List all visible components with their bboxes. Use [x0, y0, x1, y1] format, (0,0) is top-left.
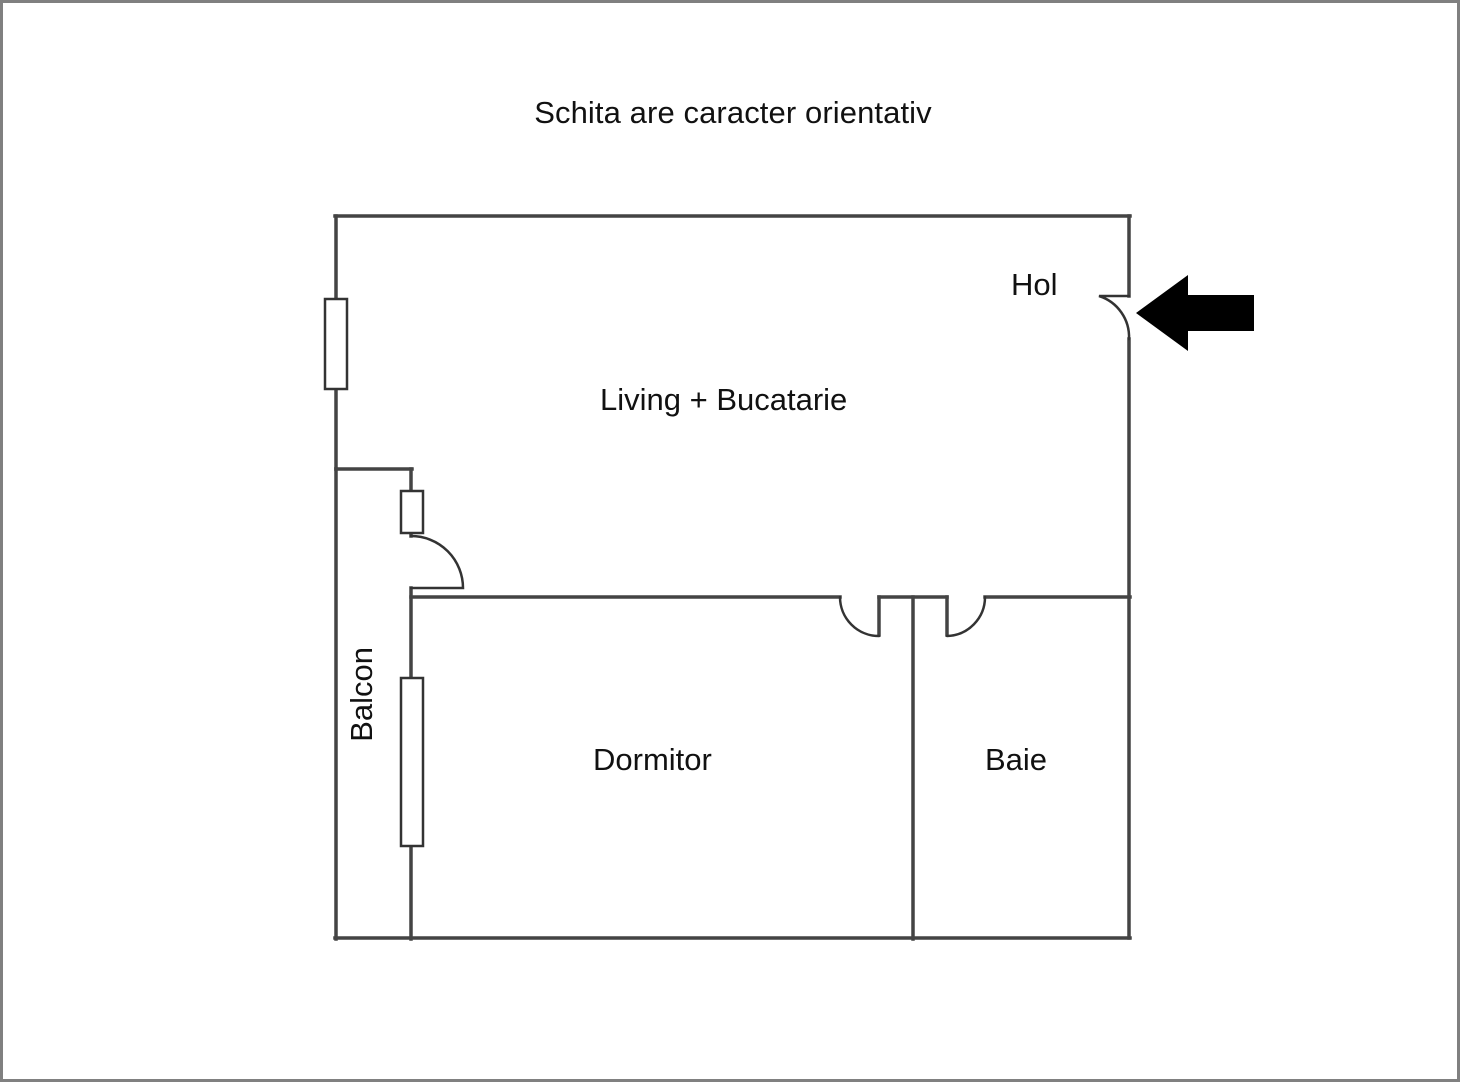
page-title: Schita are caracter orientativ: [534, 95, 932, 130]
room-label-baie: Baie: [985, 742, 1048, 777]
room-label-dormitor: Dormitor: [593, 742, 712, 777]
dormitor-door-swing: [838, 595, 881, 638]
door-swings: [409, 294, 1131, 638]
exterior-walls: [333, 214, 1132, 941]
room-label-balcon: Balcon: [344, 647, 379, 742]
baie-door-swing: [945, 595, 987, 638]
room-label-hol: Hol: [1011, 267, 1058, 302]
living-window: [323, 297, 349, 391]
interior-walls: [334, 467, 1132, 941]
entrance-door-swing: [1098, 294, 1131, 341]
entrance-arrow-icon: [1136, 275, 1254, 351]
floor-plan-drawing: [323, 214, 1254, 941]
windows: [323, 297, 425, 848]
balcony-window-small: [399, 489, 425, 535]
balcony-window-tall: [399, 676, 425, 848]
room-label-living: Living + Bucatarie: [600, 382, 848, 417]
balcony-door-swing: [409, 534, 465, 590]
